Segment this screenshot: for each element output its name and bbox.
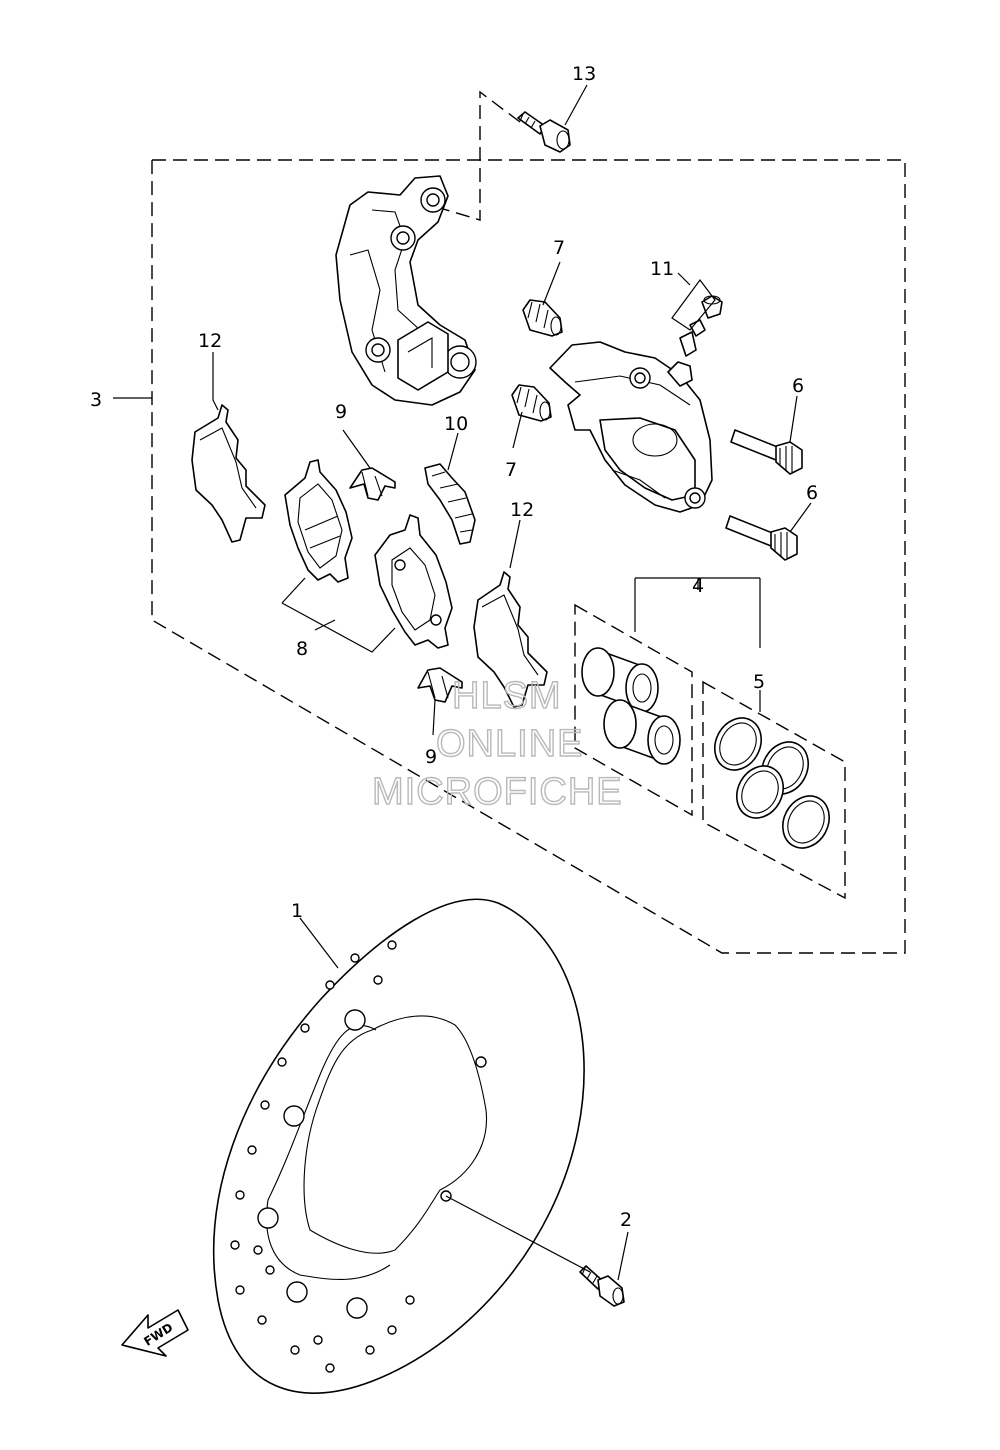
bracket-bolt [517,111,571,153]
caliper-bracket [335,175,477,406]
watermark-line-3: MICROFICHE [372,771,623,813]
bracket-bolt-link [439,90,521,221]
caliper-assembly-outline [151,159,906,954]
seal-kit-outline [702,680,846,900]
pad-support-part [424,463,476,545]
callout-9-lower: 9 [425,746,437,768]
caliper-body [549,341,713,513]
pad-spring-upper-part [349,467,396,501]
callout-6-upper: 6 [792,375,804,397]
callout-1: 1 [291,900,303,922]
callout-5: 5 [753,671,765,693]
callout-3: 3 [90,389,102,411]
callout-11: 11 [650,258,674,280]
callout-13: 13 [572,63,596,85]
callout-7-upper: 7 [553,237,565,259]
callout-12-left: 12 [198,330,222,352]
pad-shim-right [473,571,548,708]
brake-pad-left [284,459,353,583]
brake-disc [212,898,585,1394]
disc-bolt [579,1265,625,1307]
piston-kit-outline [574,603,693,817]
pad-shim-left [191,404,266,543]
leader-lines [113,84,812,1281]
seal-rings [714,717,830,849]
watermark: HLSM ONLINE MICROFICHE [371,674,623,813]
piston-upper [581,647,659,713]
callout-7-lower: 7 [505,459,517,481]
callout-8: 8 [296,638,308,660]
brake-pad-right [374,514,453,649]
callout-9-upper: 9 [335,401,347,423]
callout-12-right: 12 [510,499,534,521]
bleed-cap-upper-part [522,299,563,337]
callout-4: 4 [692,575,704,597]
piston-lower [603,699,681,765]
bleed-cap-lower-part [511,384,552,422]
callout-6-lower: 6 [806,482,818,504]
watermark-line-2: ONLINE [436,723,583,765]
callout-10: 10 [444,413,468,435]
bleed-screw [671,278,723,357]
pad-spring-lower-part [417,667,463,703]
callout-2: 2 [620,1209,632,1231]
watermark-line-1: HLSM [452,675,562,717]
fwd-arrow: FWD [121,1309,189,1357]
slide-pin-lower [725,515,798,561]
